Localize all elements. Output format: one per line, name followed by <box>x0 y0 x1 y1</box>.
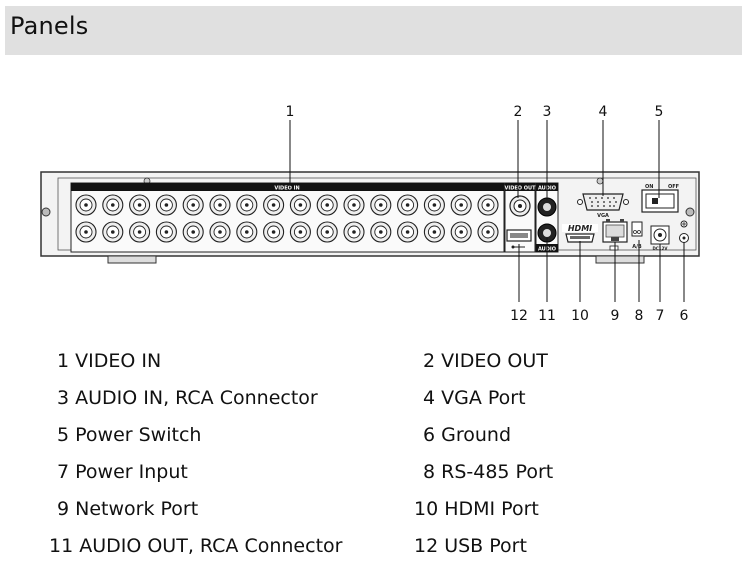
legend-item-9: 9 Network Port <box>57 498 199 520</box>
power-switch: ON OFF <box>641 184 679 213</box>
bnc-connector-pin <box>137 230 142 234</box>
bnc-connector-pin <box>298 203 303 207</box>
callout-2: 2 <box>514 104 523 120</box>
legend-item-11: 11 AUDIO OUT, RCA Connector <box>49 535 343 557</box>
bnc-connector-pin <box>191 203 195 207</box>
rs485-port: A/B <box>631 221 643 250</box>
callout-7: 7 <box>656 308 665 324</box>
callout-1: 1 <box>286 104 295 120</box>
legend-item-4: 4 VGA Port <box>423 387 526 409</box>
legend-item-10: 10 HDMI Port <box>414 498 539 520</box>
bnc-connector-pin <box>325 203 330 207</box>
legend-item-1: 1 VIDEO IN <box>57 350 162 372</box>
callout-6: 6 <box>680 308 689 324</box>
bnc-connector-pin <box>379 203 383 207</box>
bnc-connector-pin <box>405 203 410 207</box>
page-title: Panels <box>10 12 89 40</box>
video-out-block: VIDEO OUT <box>504 182 536 253</box>
bnc-connector-pin <box>432 203 437 207</box>
bnc-connector-pin <box>432 230 437 234</box>
callout-11: 11 <box>538 308 556 324</box>
bnc-connector-pin <box>325 230 330 234</box>
video-in-bnc-grid <box>75 194 499 243</box>
legend-item-2: 2 VIDEO OUT <box>423 350 548 372</box>
network-port <box>602 219 628 251</box>
video-in-block: VIDEO IN <box>70 182 505 253</box>
rs485-label: A/B <box>632 244 642 250</box>
legend-item-8: 8 RS-485 Port <box>423 461 554 483</box>
callout-3: 3 <box>543 104 552 120</box>
bnc-connector-pin <box>459 203 464 207</box>
callout-12: 12 <box>510 308 528 324</box>
legend-item-5: 5 Power Switch <box>57 424 202 446</box>
callout-4: 4 <box>599 104 608 120</box>
legend-item-6: 6 Ground <box>423 424 512 446</box>
legend-item-3: 3 AUDIO IN, RCA Connector <box>57 387 318 409</box>
bnc-connector-pin <box>164 203 169 207</box>
hdmi-label: HDMI <box>568 224 592 233</box>
vga-port: VGA <box>577 193 629 219</box>
bnc-connector-pin <box>137 203 142 207</box>
legend-item-7: 7 Power Input <box>57 461 188 483</box>
header-bar <box>5 6 742 55</box>
callout-5: 5 <box>655 104 664 120</box>
bnc-connector-pin <box>245 230 249 234</box>
bnc-connector-pin <box>84 230 88 234</box>
bnc-connector-pin <box>164 230 169 234</box>
bnc-connector-pin <box>111 203 115 207</box>
bnc-connector-pin <box>111 230 115 234</box>
power-off-label: OFF <box>668 184 679 190</box>
video-out-label: VIDEO OUT <box>504 186 536 192</box>
bnc-connector-pin <box>245 203 249 207</box>
hdmi-port: HDMI <box>562 224 598 243</box>
bnc-connector-pin <box>352 203 356 207</box>
bnc-connector-pin <box>271 203 276 207</box>
bnc-connector-pin <box>218 230 222 234</box>
bnc-connector-pin <box>84 203 88 207</box>
bnc-connector-pin <box>379 230 383 234</box>
ground-terminal <box>679 220 689 243</box>
callout-8: 8 <box>635 308 644 324</box>
bnc-connector-pin <box>191 230 195 234</box>
bnc-connector-pin <box>459 230 464 234</box>
callout-10: 10 <box>571 308 589 324</box>
bnc-connector-pin <box>486 203 490 207</box>
bnc-connector-pin <box>352 230 356 234</box>
bnc-connector-pin <box>271 230 276 234</box>
bnc-connector-pin <box>218 203 222 207</box>
bnc-connector-pin <box>298 230 303 234</box>
bnc-connector-pin <box>405 230 410 234</box>
power-on-label: ON <box>645 184 653 190</box>
video-in-label: VIDEO IN <box>274 186 299 192</box>
bnc-connector-pin <box>486 230 490 234</box>
callout-leaders <box>289 120 685 302</box>
callout-9: 9 <box>611 308 620 324</box>
legend-item-12: 12 USB Port <box>414 535 527 557</box>
vga-label: VGA <box>597 213 609 219</box>
callout-numbers: 1 2 3 4 5 12 11 10 9 8 7 6 <box>286 104 689 324</box>
